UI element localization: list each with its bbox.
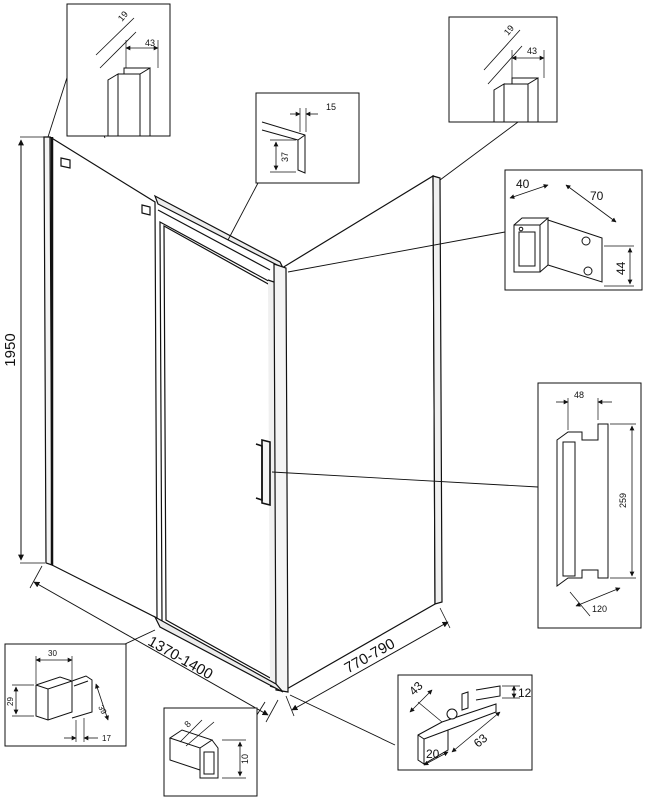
wall-profile-left-depth: 43	[145, 38, 155, 48]
corner-bracket-width: 40	[516, 177, 530, 191]
top-rail-height: 37	[280, 152, 290, 162]
callout-bottom-profile: 8 10	[163, 707, 258, 797]
handle-projection: 120	[592, 604, 607, 614]
glass-clamp-height: 29	[6, 697, 15, 706]
callout-corner-bracket: 40 70 44	[504, 169, 643, 291]
foot-bracket-height: 12	[518, 686, 532, 700]
wall-profile-left-thickness: 19	[116, 9, 130, 23]
handle-depth: 48	[574, 390, 584, 400]
bottom-profile-width: 8	[182, 719, 193, 730]
wall-profile-right-thickness: 19	[502, 23, 516, 37]
glass-clamp-offset: 17	[102, 734, 111, 743]
callout-handle: 48 259 120	[537, 382, 642, 629]
callout-glass-clamp: 30 29 39 17	[4, 643, 127, 747]
callout-wall-profile-right: 19 43	[448, 16, 558, 123]
glass-clamp-width: 30	[48, 649, 57, 658]
corner-bracket-length: 70	[590, 189, 604, 203]
corner-post	[273, 263, 289, 693]
front-width-label: 1370-1400	[145, 633, 216, 683]
height-label: 1950	[2, 333, 19, 366]
callout-foot-bracket: 43 12 63 20	[397, 674, 533, 771]
shower-cabin	[43, 136, 443, 693]
height-dimension: 1950	[2, 136, 45, 564]
callout-wall-profile-left: 19 43	[66, 3, 171, 137]
handle-length: 259	[618, 493, 628, 508]
top-rail	[153, 194, 285, 271]
callout-top-rail: 15 37	[255, 92, 360, 184]
top-rail-width: 15	[326, 102, 336, 112]
right-side-panel	[281, 174, 443, 691]
wall-profile-right-depth: 43	[527, 46, 537, 56]
corner-bracket-height: 44	[614, 261, 628, 275]
bottom-profile-height: 10	[240, 754, 250, 764]
left-fixed-panel	[43, 136, 158, 619]
door-handle	[255, 438, 271, 507]
foot-bracket-base: 20	[426, 747, 440, 761]
